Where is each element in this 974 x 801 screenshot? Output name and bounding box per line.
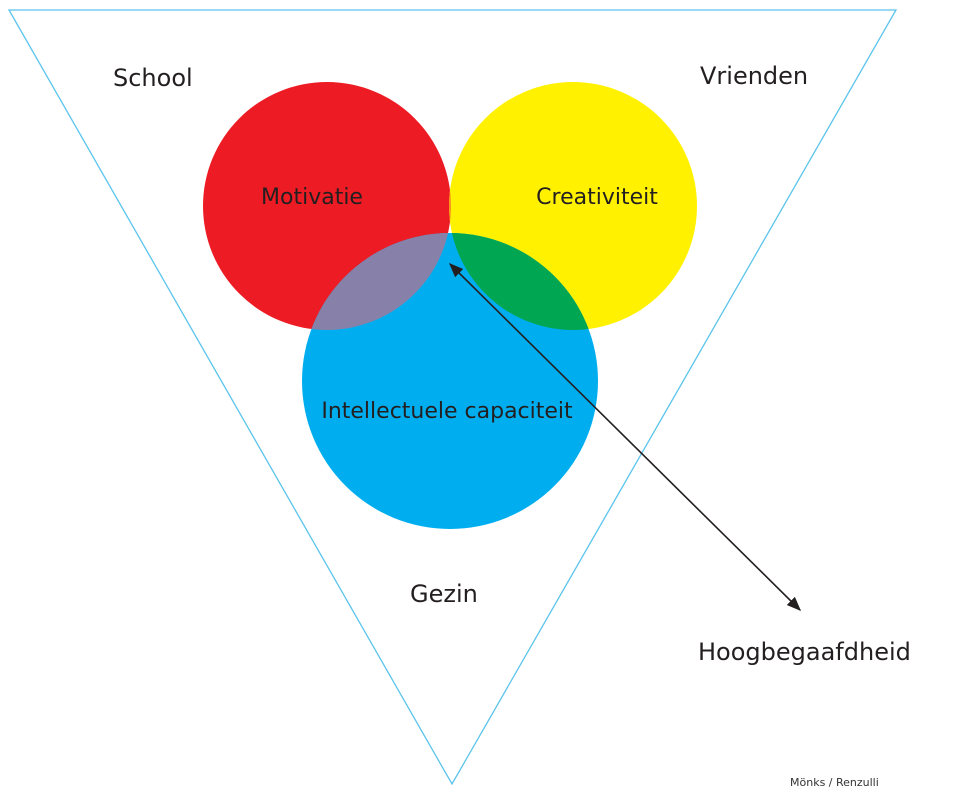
hoogbegaafdheid-arrow bbox=[448, 262, 802, 612]
context-label-vrienden: Vrienden bbox=[700, 62, 809, 90]
creativiteit-label: Creativiteit bbox=[536, 185, 658, 210]
credit-label: Mönks / Renzulli bbox=[790, 776, 879, 789]
context-label-school: School bbox=[113, 64, 193, 92]
motivatie-label: Motivatie bbox=[261, 185, 363, 210]
context-label-gezin: Gezin bbox=[410, 580, 478, 608]
hoogbegaafdheid-label: Hoogbegaafdheid bbox=[698, 638, 911, 666]
motivatie-intellect-overlap bbox=[302, 233, 451, 330]
intellectuele-capaciteit-label: Intellectuele capaciteit bbox=[321, 399, 573, 424]
